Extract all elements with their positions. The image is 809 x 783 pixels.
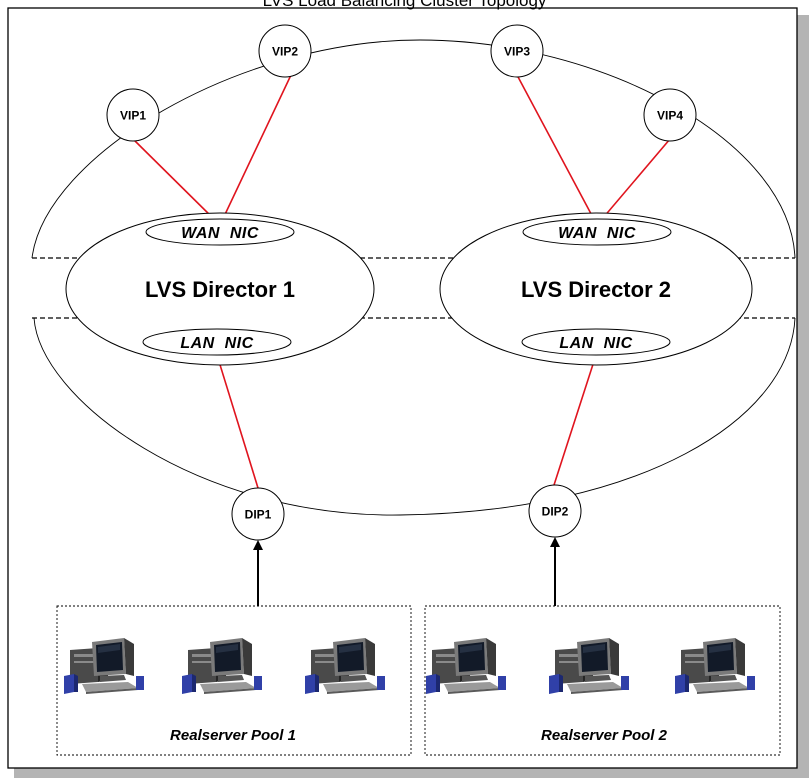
vip4-label: VIP4 (657, 109, 683, 123)
dip2-node: DIP2 (528, 484, 582, 538)
lvs-director-2: LVS Director 2 WAN NIC LAN NIC (439, 212, 753, 366)
director-1-lan-nic-label: LAN NIC (180, 335, 253, 352)
diagram-title: LVS Load Balancing Cluster Topology (262, 0, 547, 10)
dip1-label: DIP1 (245, 508, 272, 522)
director-1-wan-nic-label: WAN NIC (181, 225, 259, 242)
pool-1-label: Realserver Pool 1 (170, 727, 296, 744)
pool-2-label: Realserver Pool 2 (541, 727, 668, 744)
vip3-node: VIP3 (490, 24, 544, 78)
vip3-label: VIP3 (504, 45, 530, 59)
dip1-node: DIP1 (231, 487, 285, 541)
director-2-label: LVS Director 2 (521, 277, 671, 302)
lan-network-ring (33, 317, 796, 516)
realserver-pool-2: Realserver Pool 2 (424, 605, 781, 756)
realserver-pool-1: Realserver Pool 1 (56, 605, 412, 756)
link-vip1-wan1 (132, 138, 221, 226)
director-1-wan-nic: WAN NIC (145, 218, 295, 246)
vip2-node: VIP2 (258, 24, 312, 78)
wan-network-ring (31, 39, 796, 259)
director-2-lan-nic: LAN NIC (521, 328, 671, 356)
link-vip3-wan2 (516, 74, 598, 226)
link-vip2-wan1 (219, 74, 292, 226)
director-1-label: LVS Director 1 (145, 277, 295, 302)
link-group (132, 74, 671, 489)
link-lan2-dip2 (553, 354, 597, 486)
vip2-label: VIP2 (272, 45, 298, 59)
director-2-wan-nic: WAN NIC (522, 218, 672, 246)
vip1-node: VIP1 (106, 88, 160, 142)
vip4-node: VIP4 (643, 88, 697, 142)
director-1-lan-nic: LAN NIC (142, 328, 292, 356)
vip1-label: VIP1 (120, 109, 146, 123)
director-2-wan-nic-label: WAN NIC (558, 225, 636, 242)
director-2-lan-nic-label: LAN NIC (559, 335, 632, 352)
lvs-director-1: LVS Director 1 WAN NIC LAN NIC (65, 212, 375, 366)
link-lan1-dip1 (216, 354, 259, 489)
dip2-label: DIP2 (542, 505, 569, 519)
link-vip4-wan2 (596, 138, 671, 226)
